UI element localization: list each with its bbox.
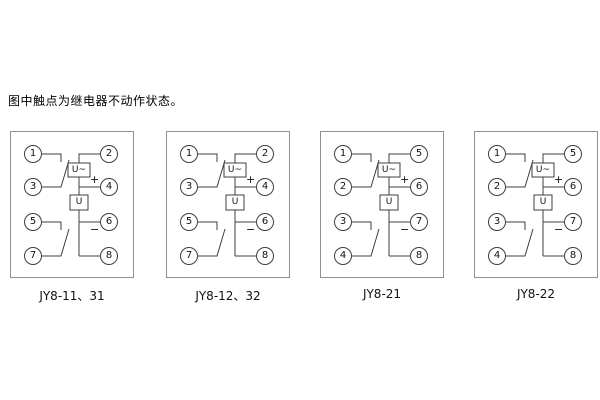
terminal: 8 bbox=[256, 247, 274, 265]
terminal: 2 bbox=[334, 178, 352, 196]
element-chain-wires bbox=[234, 153, 256, 257]
terminal: 1 bbox=[180, 145, 198, 163]
terminal: 4 bbox=[488, 247, 506, 265]
terminal: 2 bbox=[256, 145, 274, 163]
minus-sign: − bbox=[90, 223, 100, 236]
terminal: 1 bbox=[334, 145, 352, 163]
element-chain-wires bbox=[78, 153, 100, 257]
panel-caption: JY8-12、32 bbox=[195, 289, 261, 303]
plus-sign: + bbox=[554, 173, 564, 186]
terminal: 5 bbox=[24, 213, 42, 231]
terminal: 7 bbox=[24, 247, 42, 265]
terminal: 4 bbox=[256, 178, 274, 196]
element-chain-wires bbox=[542, 153, 564, 257]
dc-element-label: U bbox=[385, 197, 393, 207]
diagram-box: U~ U + − 1 2 3 4 5 6 7 8 bbox=[474, 131, 598, 278]
note-text: 图中触点为继电器不动作状态。 bbox=[8, 94, 184, 108]
terminal: 5 bbox=[180, 213, 198, 231]
minus-sign: − bbox=[400, 223, 410, 236]
ac-element-label: U~ bbox=[535, 165, 551, 175]
terminal: 6 bbox=[256, 213, 274, 231]
contact-wires bbox=[506, 153, 534, 257]
wiring-diagram bbox=[352, 153, 410, 257]
relay-panel-jy8-21: U~ U + − 1 2 3 4 5 6 7 8 JY8-21 bbox=[320, 131, 444, 301]
terminal: 2 bbox=[100, 145, 118, 163]
wiring-diagram bbox=[198, 153, 256, 257]
contact-wires bbox=[352, 153, 380, 257]
minus-sign: − bbox=[246, 223, 256, 236]
wiring-diagram bbox=[506, 153, 564, 257]
ac-element-box bbox=[531, 162, 555, 178]
terminal: 8 bbox=[100, 247, 118, 265]
wiring-diagram bbox=[42, 153, 100, 257]
dc-element-box bbox=[533, 194, 553, 211]
diagram-box: U~ U + − 1 2 3 4 5 6 7 8 bbox=[320, 131, 444, 278]
plus-sign: + bbox=[246, 173, 256, 186]
terminal: 1 bbox=[24, 145, 42, 163]
terminal: 3 bbox=[180, 178, 198, 196]
terminal: 8 bbox=[410, 247, 428, 265]
diagram-box: U~ U + − 1 3 5 7 2 4 6 8 bbox=[166, 131, 290, 278]
dc-element-box bbox=[69, 194, 89, 211]
panel-caption: JY8-11、31 bbox=[39, 289, 105, 303]
minus-sign: − bbox=[554, 223, 564, 236]
element-chain-wires bbox=[388, 153, 410, 257]
terminal: 7 bbox=[564, 213, 582, 231]
diagram-box: U~ U + − 1 3 5 7 2 4 6 8 bbox=[10, 131, 134, 278]
terminal: 6 bbox=[410, 178, 428, 196]
dc-element-label: U bbox=[539, 197, 547, 207]
panel-caption: JY8-22 bbox=[516, 287, 556, 301]
plus-sign: + bbox=[400, 173, 410, 186]
terminal: 4 bbox=[334, 247, 352, 265]
terminal: 1 bbox=[488, 145, 506, 163]
dc-element-label: U bbox=[231, 197, 239, 207]
terminal: 3 bbox=[24, 178, 42, 196]
terminal: 4 bbox=[100, 178, 118, 196]
terminal: 7 bbox=[410, 213, 428, 231]
ac-element-label: U~ bbox=[227, 165, 243, 175]
terminal: 5 bbox=[564, 145, 582, 163]
contact-wires bbox=[198, 153, 226, 257]
terminal: 6 bbox=[564, 178, 582, 196]
terminal: 6 bbox=[100, 213, 118, 231]
dc-element-box bbox=[379, 194, 399, 211]
ac-element-box bbox=[223, 162, 247, 178]
terminal: 7 bbox=[180, 247, 198, 265]
ac-element-box bbox=[377, 162, 401, 178]
terminal: 3 bbox=[334, 213, 352, 231]
relay-panel-jy8-11-31: U~ U + − 1 3 5 7 2 4 6 8 JY8-11、31 bbox=[10, 131, 134, 304]
dc-element-label: U bbox=[75, 197, 83, 207]
ac-element-label: U~ bbox=[381, 165, 397, 175]
dc-element-box bbox=[225, 194, 245, 211]
terminal: 5 bbox=[410, 145, 428, 163]
relay-panel-jy8-22: U~ U + − 1 2 3 4 5 6 7 8 JY8-22 bbox=[474, 131, 598, 301]
terminal: 8 bbox=[564, 247, 582, 265]
relay-panel-jy8-12-32: U~ U + − 1 3 5 7 2 4 6 8 JY8-12、32 bbox=[166, 131, 290, 304]
ac-element-label: U~ bbox=[71, 165, 87, 175]
terminal: 3 bbox=[488, 213, 506, 231]
ac-element-box bbox=[67, 162, 91, 178]
terminal: 2 bbox=[488, 178, 506, 196]
contact-wires bbox=[42, 153, 70, 257]
panel-caption: JY8-21 bbox=[362, 287, 402, 301]
plus-sign: + bbox=[90, 173, 100, 186]
